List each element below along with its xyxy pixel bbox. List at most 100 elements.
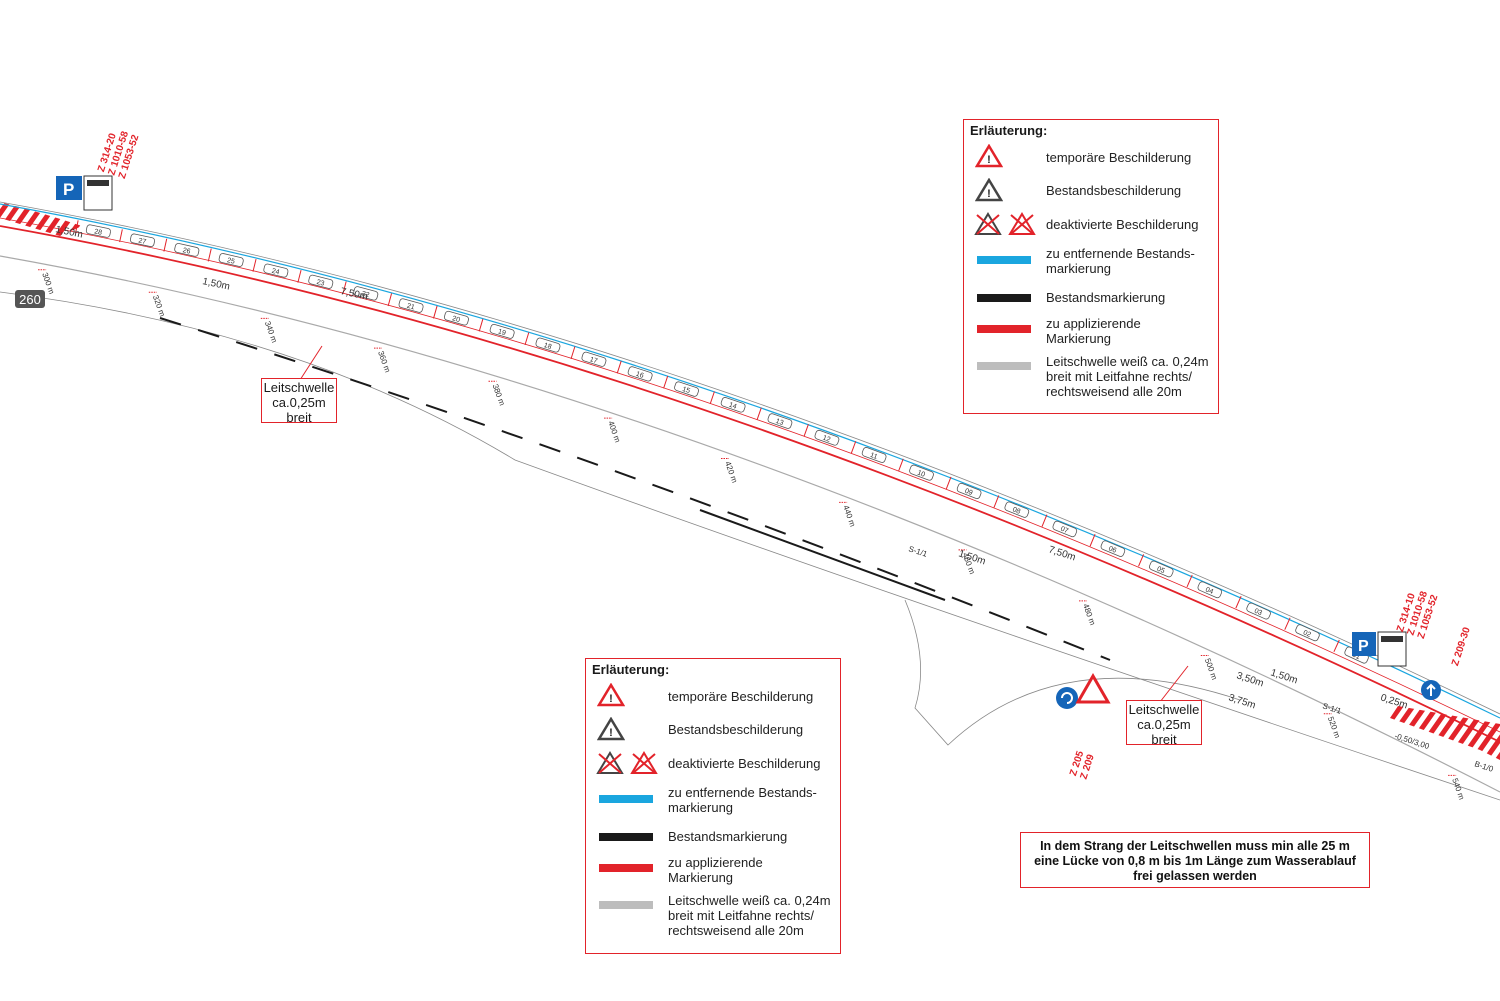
parking-sign-right: P [1352,631,1407,667]
legend-box-top: Erläuterung: ! temporäre Beschilderung !… [963,119,1219,414]
parking-stall-number: 19 [497,328,507,337]
parking-stall-number: 06 [1107,545,1117,554]
dim-label-1-50-d: 1,50m [1269,667,1299,686]
stall-separator [803,424,809,437]
legend-swatch-grey [977,362,1031,370]
parking-stall-number: 18 [543,342,553,351]
parking-stall: 12 [803,424,840,446]
dim-label-1-50-b: 1,50m [201,276,230,293]
car-symbol-icon [1004,501,1030,518]
parking-stall-number: 22 [361,290,370,299]
car-symbol-icon [1100,540,1126,557]
deactivated-sign-icon [974,212,1036,235]
stall-separator [75,220,79,234]
parking-stall-number: 01 [1351,652,1361,662]
dim-label-3-75: 3,75m [1227,692,1257,711]
car-symbol-icon [814,429,840,446]
parking-stall: 05 [1138,554,1174,578]
stall-separator [1138,554,1145,567]
legend-swatch-blue [977,256,1031,264]
car-symbol-icon [674,381,699,397]
car-symbol-icon [398,298,424,313]
stall-separator [1089,534,1096,547]
legend-label-temporary: temporäre Beschilderung [668,689,814,704]
parking-stall-number: 25 [226,257,235,266]
legend-label-existing: Bestandsbeschilderung [1046,183,1182,198]
road-number-badge: 260 [15,290,45,308]
parking-stall-number: 23 [316,279,325,288]
legend-label-deactivated: deaktivierte Beschilderung [1046,217,1199,232]
parking-stall: 24 [252,258,289,278]
stall-separator [993,495,1000,508]
dim-label-3-50: 3,50m [1235,670,1265,689]
stall-separator [163,238,168,252]
car-symbol-icon [1295,624,1320,642]
parking-stall: 28 [75,220,111,238]
legend-title: Erläuterung: [592,662,670,677]
existing-sign-icon: ! [975,178,1003,202]
parking-stall-number: 14 [728,402,738,411]
parking-stall-number: 16 [635,371,645,380]
parking-inner-line [0,217,1500,733]
station-label: 380 m [491,383,507,407]
car-symbol-icon [129,233,156,248]
parking-stall: 17 [570,346,607,367]
car-symbol-icon [1197,581,1223,599]
parking-stalls: 2827262524232221201918171615141312111009… [75,220,1369,664]
car-symbol-icon [535,337,561,353]
parking-stall: 03 [1235,596,1271,620]
stall-separator [756,407,762,421]
section-label-b1: B-1/0 [1473,759,1494,774]
parking-stall: 18 [524,332,561,353]
stall-separator [1284,617,1291,630]
car-symbol-icon [443,310,469,326]
parking-stall-number: 02 [1302,629,1312,639]
station-label: 480 m [1081,603,1097,627]
legend-label-kerb: Leitschwelle weiß ca. 0,24m breit mit Le… [1046,354,1209,399]
svg-text:!: ! [609,727,613,739]
car-symbol-icon [581,351,607,367]
car-symbol-icon [174,243,200,257]
legend-swatch-red [599,864,653,872]
parking-stall: 25 [207,248,244,267]
parking-stall-number: 10 [916,469,926,478]
parking-stall: 09 [945,476,982,500]
drainage-notice: In dem Strang der Leitschwellen muss min… [1020,832,1370,888]
station-label: 360 m [376,350,392,374]
car-symbol-icon [1052,520,1078,538]
legend-swatch-black [599,833,653,841]
parking-stall-number: 26 [182,247,191,256]
temporary-sign-icon: ! [975,144,1003,168]
side-road-curve [904,599,1241,746]
parking-stall-number: 27 [138,238,147,246]
legend-swatch-red [977,325,1031,333]
parking-stall-number: 28 [94,228,103,236]
parking-stall: 02 [1284,617,1320,642]
car-symbol-icon [1246,602,1271,620]
parking-stall-number: 04 [1204,586,1214,596]
existing-sign-icon: ! [597,717,625,741]
legend-label-existing-marking: Bestandsmarkierung [1046,290,1166,305]
stall-separator [709,391,715,404]
car-symbol-icon [767,413,793,429]
legend-label-apply: zu applizierende Markierung [668,855,763,885]
parking-stall: 04 [1186,574,1223,599]
car-symbol-icon [909,464,934,481]
car-symbol-icon [1149,560,1174,578]
legend-label-deactivated: deaktivierte Beschilderung [668,756,821,771]
car-symbol-icon [218,253,244,267]
existing-center-solid [699,509,946,601]
parking-stall-number: 12 [822,435,832,444]
car-symbol-icon [489,323,515,339]
station-label: 400 m [606,420,622,444]
temporary-sign-icon: ! [597,683,625,707]
parking-stall: 21 [387,293,424,313]
station-label: 520 m [1326,715,1342,739]
legend-label-remove: zu entfernende Bestands- markierung [668,785,817,815]
parking-stall: 16 [616,360,653,382]
svg-text:P: P [1358,638,1369,655]
svg-text:!: ! [609,693,613,705]
hatched-area-left [0,202,82,236]
parking-stall-number: 20 [451,315,461,324]
stall-separator [297,269,302,283]
